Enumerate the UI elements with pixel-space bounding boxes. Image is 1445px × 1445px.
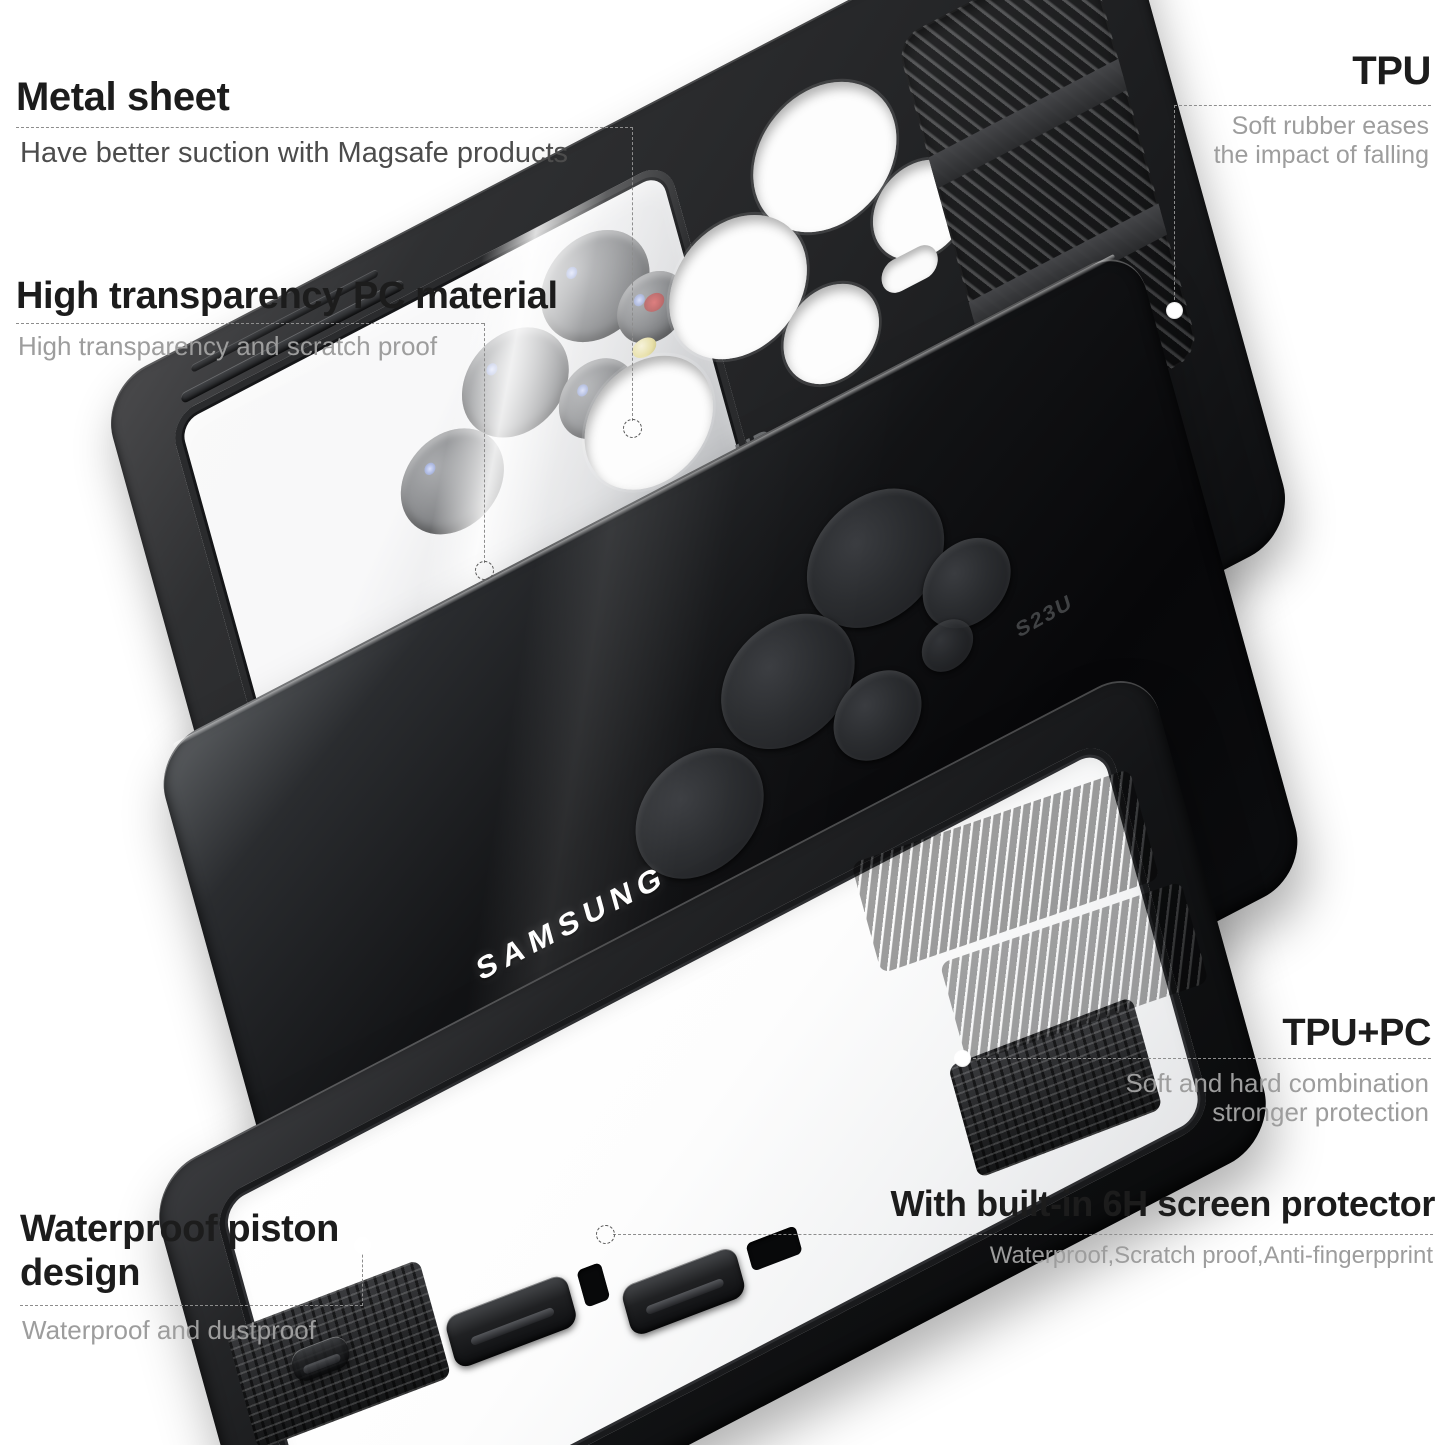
marker-metal-sheet xyxy=(623,419,642,438)
callout-subtitle-metal-sheet: Have better suction with Magsafe product… xyxy=(20,137,569,169)
leader-line-pc-material-v xyxy=(484,323,485,563)
callout-subtitle-pc-material: High transparency and scratch proof xyxy=(18,331,438,361)
leader-line-tpu-v xyxy=(1174,105,1175,310)
marker-tpu-pc xyxy=(955,1051,970,1066)
leader-line-pc-material-h xyxy=(16,323,484,324)
callout-title-screen-protector: With built-in 6H screen protector xyxy=(890,1183,1435,1224)
marker-screen-protector xyxy=(596,1225,615,1244)
callout-subtitle-tpu-line2: the impact of falling xyxy=(1213,141,1429,169)
callout-title-pc-material: High transparency PC material xyxy=(16,275,558,317)
callout-subtitle-tpu-pc-line2: stronger protection xyxy=(1212,1097,1429,1127)
leader-line-tpu-pc xyxy=(968,1058,1431,1059)
leader-line-tpu-h xyxy=(1174,105,1431,106)
callout-title-piston-line2: design xyxy=(20,1252,141,1294)
callout-title-tpu-pc: TPU+PC xyxy=(1282,1012,1431,1054)
marker-tpu xyxy=(1167,303,1182,318)
marker-pc-material xyxy=(475,561,494,580)
leader-line-piston-h xyxy=(20,1305,363,1306)
callout-subtitle-tpu-pc-line1: Soft and hard combination xyxy=(1125,1068,1429,1098)
leader-line-piston-v xyxy=(362,1245,363,1306)
leader-line-metal-sheet-h xyxy=(16,127,633,128)
marker-piston xyxy=(355,1238,370,1253)
leader-line-screen-protector xyxy=(613,1234,1433,1235)
callout-subtitle-tpu-line1: Soft rubber eases xyxy=(1231,112,1429,140)
leader-line-metal-sheet-v xyxy=(632,127,633,421)
callout-title-tpu: TPU xyxy=(1352,49,1431,93)
callout-subtitle-screen-protector: Waterproof,Scratch proof,Anti-fingerppri… xyxy=(989,1242,1433,1269)
callout-title-metal-sheet: Metal sheet xyxy=(16,75,230,119)
callout-subtitle-piston: Waterproof and dustproof xyxy=(22,1315,316,1345)
callout-title-piston-line1: Waterproof piston xyxy=(20,1208,339,1250)
